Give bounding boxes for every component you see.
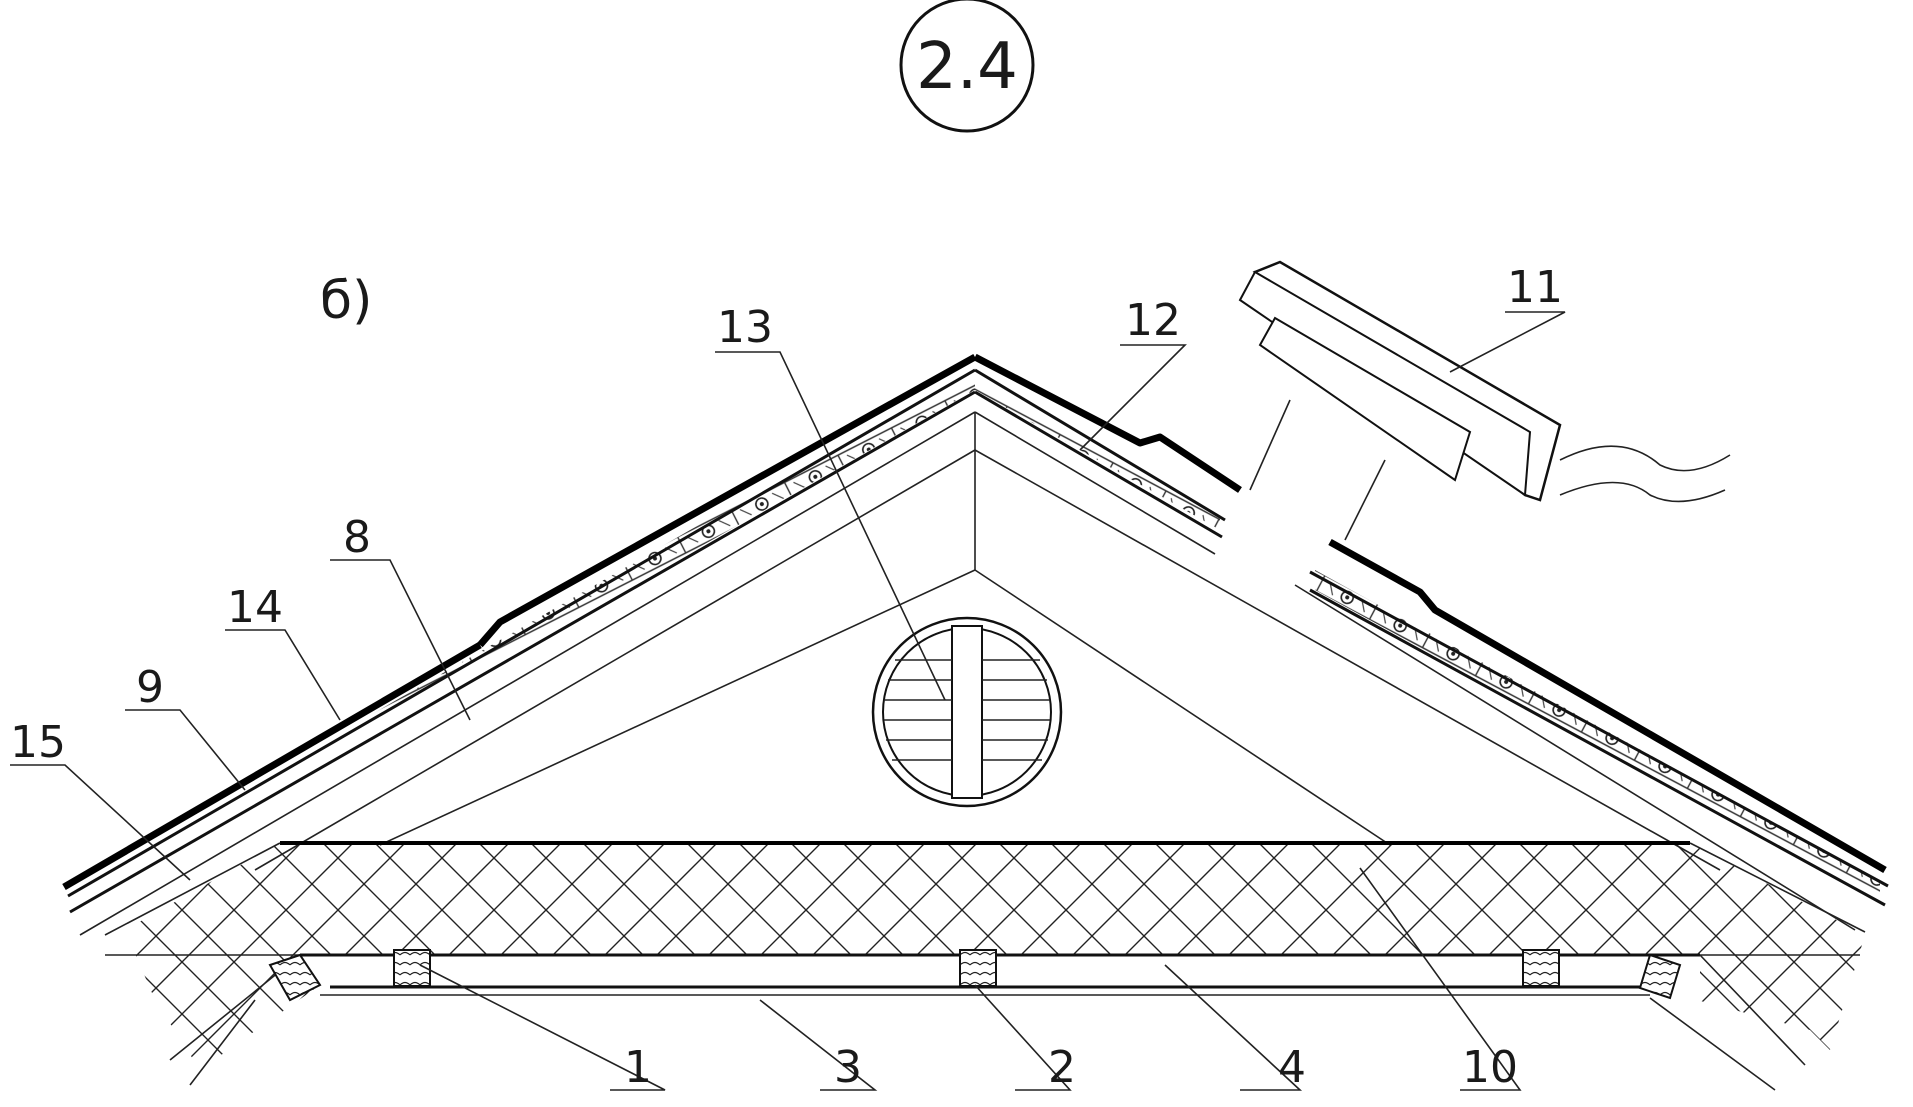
gable-vent-louver: [871, 616, 1063, 808]
ceiling-beam: [1522, 949, 1560, 987]
gable-wall: [254, 412, 1721, 871]
callout-8: 8: [343, 512, 371, 563]
ceiling-structure: [169, 949, 1806, 1091]
figure-variant-label: б): [320, 271, 372, 331]
right-roof-slope-lower: [1294, 538, 1889, 931]
figure-number: 2.4: [916, 30, 1018, 104]
callout-2: 2: [1048, 1042, 1076, 1093]
callout-1: 1: [624, 1042, 652, 1093]
callout-9: 9: [136, 662, 164, 713]
callout-15: 15: [10, 717, 66, 768]
leader-lines: [10, 311, 1566, 1091]
callout-13: 13: [717, 302, 773, 353]
ventilation-outlet: [1238, 260, 1731, 541]
callout-11: 11: [1507, 262, 1563, 313]
callout-12: 12: [1125, 295, 1181, 346]
callout-14: 14: [227, 582, 283, 633]
ceiling-beam: [393, 949, 431, 987]
ceiling-beam: [959, 949, 997, 987]
callout-3: 3: [834, 1042, 862, 1093]
ceiling-beam: [1638, 953, 1682, 1000]
callout-10: 10: [1462, 1042, 1518, 1093]
right-roof-slope-upper: [973, 353, 1242, 555]
callout-4: 4: [1278, 1042, 1306, 1093]
ceiling-beam: [268, 953, 322, 1002]
figure-number-badge: 2.4: [899, 0, 1035, 133]
left-roof-slope: [62, 353, 977, 936]
callout-labels: 1 2 3 4 8 9 10 11 12 13 14 15: [10, 262, 1563, 1093]
